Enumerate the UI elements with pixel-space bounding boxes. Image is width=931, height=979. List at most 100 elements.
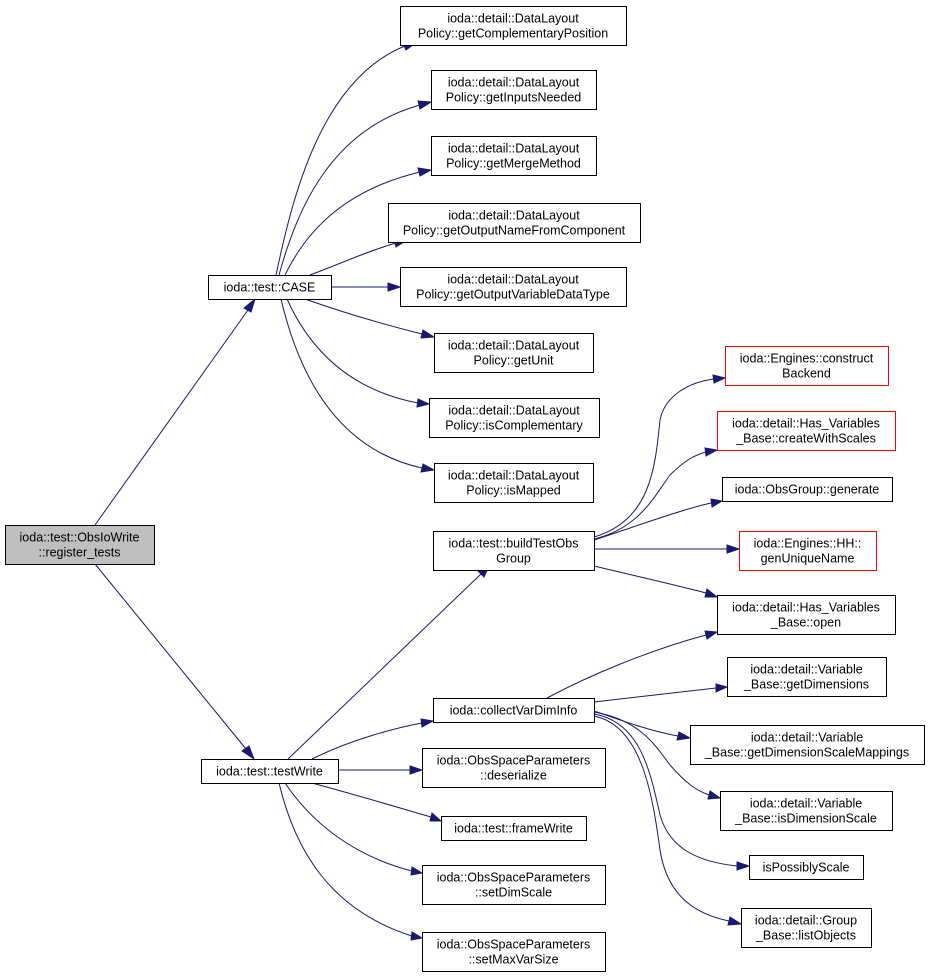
- node-frameWrite[interactable]: ioda::test::frameWrite: [441, 816, 587, 841]
- edge-collectVarDimInfo-to-getDimensions: [593, 683, 729, 703]
- node-label-line: _Base::listObjects: [755, 929, 856, 943]
- node-setDimScale[interactable]: ioda::ObsSpaceParameters::setDimScale: [422, 865, 606, 905]
- node-getDimensionScaleMappings[interactable]: ioda::detail::Variable_Base::getDimensio…: [690, 725, 925, 765]
- edge-line: [309, 242, 397, 276]
- node-isDimensionScale[interactable]: ioda::detail::Variable_Base::isDimension…: [720, 791, 893, 831]
- node-box[interactable]: [727, 657, 887, 697]
- node-label-line: Backend: [782, 367, 831, 381]
- edge-collectVarDimInfo-to-open: [546, 630, 719, 699]
- node-label-line: ioda::detail::Has_Variables: [732, 417, 880, 431]
- edge-arrowhead: [243, 297, 256, 313]
- node-getComplementaryPosition[interactable]: ioda::detail::DataLayoutPolicy::getCompl…: [400, 6, 627, 46]
- node-box[interactable]: [431, 70, 597, 110]
- node-box[interactable]: [429, 398, 600, 438]
- node-label-line: Group: [496, 552, 531, 566]
- node-getOutputVariableDataType[interactable]: ioda::detail::DataLayoutPolicy::getOutpu…: [400, 267, 627, 307]
- node-box[interactable]: [722, 477, 893, 502]
- node-box[interactable]: [741, 908, 872, 948]
- node-label-line: ioda::test::frameWrite: [454, 822, 573, 836]
- edge-arrowhead: [736, 861, 751, 871]
- node-box[interactable]: [441, 816, 587, 841]
- node-box[interactable]: [422, 865, 606, 905]
- edge-arrowhead: [409, 765, 424, 775]
- node-label-line: Policy::getOutputVariableDataType: [416, 288, 610, 302]
- node-label-line: ioda::detail::DataLayout: [447, 12, 579, 26]
- node-getMergeMethod[interactable]: ioda::detail::DataLayoutPolicy::getMerge…: [431, 136, 597, 176]
- node-box[interactable]: [400, 267, 627, 307]
- node-box[interactable]: [434, 463, 594, 503]
- node-box[interactable]: [208, 275, 332, 300]
- node-label-line: ::deserialize: [480, 769, 547, 783]
- edge-case-to-getOutputVariableDataType: [331, 282, 402, 292]
- node-box[interactable]: [433, 698, 595, 723]
- node-label-line: Policy::getInputsNeeded: [446, 91, 582, 105]
- node-box[interactable]: [434, 333, 594, 373]
- node-setMaxVarSize[interactable]: ioda::ObsSpaceParameters::setMaxVarSize: [422, 932, 606, 972]
- node-open[interactable]: ioda::detail::Has_Variables_Base::open: [717, 595, 896, 635]
- edge-line: [311, 782, 432, 818]
- edge-testwrite-to-frameWrite: [311, 782, 443, 822]
- node-label-line: Policy::isMapped: [466, 484, 561, 498]
- edge-line: [278, 104, 421, 276]
- node-box[interactable]: [720, 791, 893, 831]
- node-box[interactable]: [433, 531, 595, 571]
- node-collectVarDimInfo[interactable]: ioda::collectVarDimInfo: [433, 698, 595, 723]
- node-label-line: ioda::detail::Variable: [750, 797, 862, 811]
- node-generate[interactable]: ioda::ObsGroup::generate: [722, 477, 893, 502]
- node-label-line: ioda::test::ObsIoWrite: [20, 531, 140, 545]
- edge-line: [593, 378, 715, 538]
- node-box[interactable]: [725, 346, 889, 386]
- edge-testwrite-to-collectVarDimInfo: [311, 718, 435, 760]
- node-listObjects[interactable]: ioda::detail::Group_Base::listObjects: [741, 908, 872, 948]
- node-getOutputNameFromComponent[interactable]: ioda::detail::DataLayoutPolicy::getOutpu…: [388, 203, 641, 243]
- node-testwrite[interactable]: ioda::test::testWrite: [201, 759, 339, 784]
- node-label-line: ioda::detail::DataLayout: [448, 142, 580, 156]
- node-isPossiblyScale[interactable]: isPossiblyScale: [749, 855, 864, 880]
- node-label-line: ioda::detail::DataLayout: [448, 339, 580, 353]
- edge-line: [593, 565, 707, 594]
- node-label-line: ioda::detail::Has_Variables: [732, 601, 880, 615]
- node-box[interactable]: [422, 748, 606, 788]
- node-genUniqueName[interactable]: ioda::Engines::HH::genUniqueName: [739, 531, 877, 571]
- node-box[interactable]: [690, 725, 925, 765]
- node-case[interactable]: ioda::test::CASE: [208, 275, 332, 300]
- node-box[interactable]: [431, 136, 597, 176]
- node-box[interactable]: [422, 932, 606, 972]
- node-box[interactable]: [400, 6, 627, 46]
- node-box[interactable]: [749, 855, 864, 880]
- edge-arrowhead: [417, 167, 433, 177]
- edge-line: [593, 711, 710, 796]
- node-box[interactable]: [717, 595, 896, 635]
- node-getDimensions[interactable]: ioda::detail::Variable_Base::getDimensio…: [727, 657, 887, 697]
- nodes-layer: ioda::test::ObsIoWrite::register_testsio…: [5, 6, 925, 972]
- edge-line: [593, 715, 730, 922]
- edge-line: [280, 298, 423, 469]
- edge-arrowhead: [704, 588, 719, 598]
- node-box[interactable]: [388, 203, 641, 243]
- node-isComplementary[interactable]: ioda::detail::DataLayoutPolicy::isComple…: [429, 398, 600, 438]
- node-createWithScales[interactable]: ioda::detail::Has_Variables_Base::create…: [717, 411, 896, 451]
- node-box[interactable]: [739, 531, 877, 571]
- node-label-line: ioda::Engines::HH::: [754, 537, 862, 551]
- node-label-line: _Base::getDimensions: [743, 678, 869, 692]
- edge-arrowhead: [417, 100, 433, 110]
- edge-arrowhead: [707, 790, 722, 800]
- edge-case-to-getOutputNameFromComponent: [309, 238, 409, 276]
- node-deserialize[interactable]: ioda::ObsSpaceParameters::deserialize: [422, 748, 606, 788]
- node-box[interactable]: [201, 759, 339, 784]
- node-label-line: ioda::collectVarDimInfo: [450, 704, 578, 718]
- edge-line: [94, 309, 249, 526]
- edge-arrowhead: [727, 916, 743, 926]
- edge-case-to-getUnit: [304, 298, 436, 339]
- node-label-line: isPossiblyScale: [763, 861, 850, 875]
- node-box[interactable]: [5, 525, 155, 565]
- node-box[interactable]: [717, 411, 896, 451]
- node-getInputsNeeded[interactable]: ioda::detail::DataLayoutPolicy::getInput…: [431, 70, 597, 110]
- edge-register_tests-to-testwrite: [94, 563, 256, 761]
- node-label-line: _Base::open: [770, 616, 841, 630]
- node-register_tests[interactable]: ioda::test::ObsIoWrite::register_tests: [5, 525, 155, 565]
